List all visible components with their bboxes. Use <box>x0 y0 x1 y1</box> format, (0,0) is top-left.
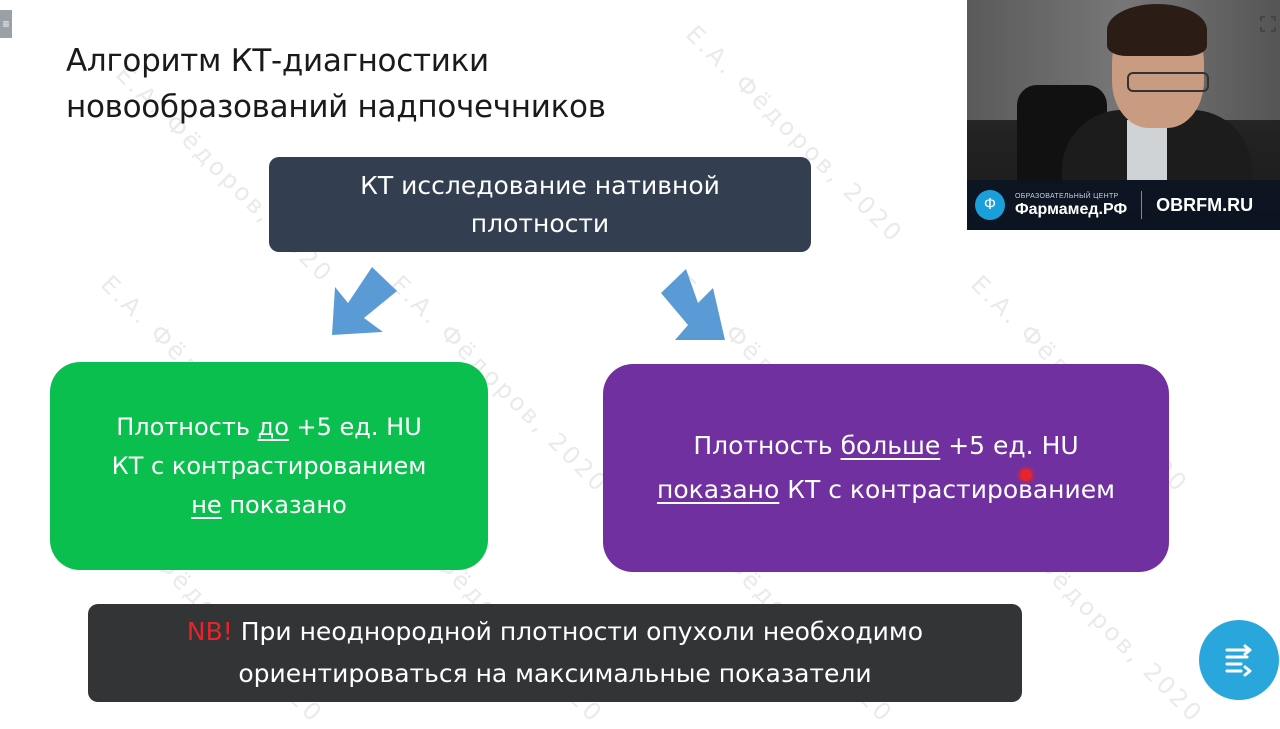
density-low-line3: не показано <box>191 490 347 519</box>
menu-icon[interactable]: ≡ <box>0 10 12 38</box>
density-low-line2: КТ с контрастированием <box>111 451 427 480</box>
brand-name: Фармамед.РФ <box>1015 200 1128 218</box>
speaker-video: Ф ОБРАЗОВАТЕЛЬНЫЙ ЦЕНТР Фармамед.РФ OBRF… <box>967 0 1280 230</box>
nb-label: NB! <box>186 617 233 646</box>
density-high-line2: показано КТ с контрастированием <box>656 475 1116 504</box>
laser-pointer <box>1020 469 1032 481</box>
video-brand-band: Ф ОБРАЗОВАТЕЛЬНЫЙ ЦЕНТР Фармамед.РФ OBRF… <box>967 180 1280 230</box>
pharmamed-logo-icon: Ф <box>975 190 1005 220</box>
brand-site: OBRFM.RU <box>1156 194 1254 215</box>
nb-note-line2: ориентироваться на максимальные показате… <box>238 659 872 688</box>
brand-subtitle: ОБРАЗОВАТЕЛЬНЫЙ ЦЕНТР <box>1015 192 1119 200</box>
arrow-down-icon <box>661 269 725 340</box>
native-density-box: КТ исследование нативной плотности <box>269 157 811 252</box>
list-transfer-icon <box>1225 644 1252 677</box>
list-transfer-button[interactable] <box>1199 620 1279 700</box>
nb-note-line1: NB! При неоднородной плотности опухоли н… <box>186 617 924 646</box>
density-high-box: Плотность больше +5 ед. HU показано КТ с… <box>603 364 1169 572</box>
density-high-line1: Плотность больше +5 ед. HU <box>693 431 1079 460</box>
nb-note-box: NB! При неоднородной плотности опухоли н… <box>88 604 1022 702</box>
fullscreen-icon[interactable] <box>1260 16 1276 32</box>
density-low-line1: Плотность до +5 ед. HU <box>116 412 422 441</box>
native-density-text: КТ исследование нативной плотности <box>360 170 720 238</box>
density-low-box: Плотность до +5 ед. HU КТ с контрастиров… <box>50 362 488 570</box>
slide-title: Алгоритм КТ-диагностики новообразований … <box>66 43 606 125</box>
arrow-down-icon <box>332 267 397 335</box>
